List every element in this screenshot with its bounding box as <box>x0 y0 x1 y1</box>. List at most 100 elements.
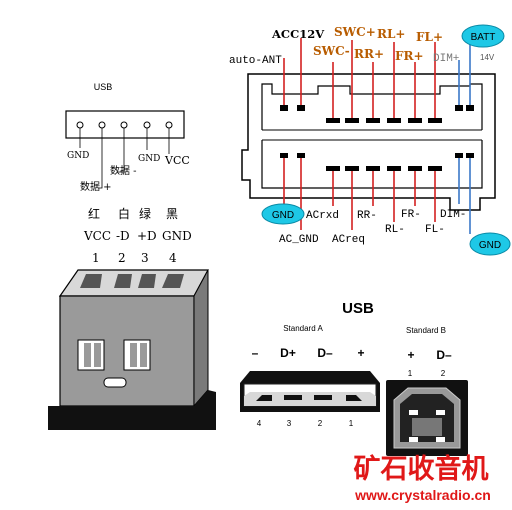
std-a-contact-2 <box>314 395 332 400</box>
a-label-plus: + <box>357 346 364 360</box>
a-label-minus: – <box>252 346 259 360</box>
usb-header-diagram: USB GND 数据 - GND VCC 数据 + <box>65 82 190 193</box>
label-gnd-right: GND <box>479 240 501 251</box>
gnd-bubble-right <box>469 232 511 256</box>
top-pin-2 <box>297 105 305 111</box>
watermark-cn: 矿石收音机 <box>354 453 489 484</box>
bottom-pin-4 <box>345 166 359 171</box>
bottom-pin-1 <box>280 153 288 158</box>
header-label-data-plus: 数据 + <box>80 180 112 193</box>
a-num-4: 4 <box>257 419 262 428</box>
label-auto-ant: auto-ANT <box>229 55 282 67</box>
label-rr-minus: RR- <box>357 210 377 222</box>
label-fr-plus: FR+ <box>395 49 424 63</box>
bottom-pin-8 <box>428 166 442 171</box>
usb-header-title: USB <box>94 82 113 92</box>
gnd-bubble-left <box>261 203 305 225</box>
label-swc-plus: SWC+ <box>334 25 376 39</box>
wire-color-legend: 红 白 绿 黑 VCC -D +D GND 1 2 3 4 <box>83 206 192 265</box>
label-gnd-left: GND <box>272 210 294 221</box>
watermark-url: www.crystalradio.cn <box>354 487 491 503</box>
usb-header-box <box>65 110 185 139</box>
label-swc-minus: SWC- <box>313 44 350 58</box>
wire-black-label: 黑 <box>166 207 178 221</box>
pin-number-4: 4 <box>169 251 177 265</box>
a-num-1: 1 <box>349 419 354 428</box>
std-a-contact-4 <box>256 395 272 401</box>
std-b-contact-1 <box>409 410 418 415</box>
usb-receptacle-drawing <box>48 269 216 430</box>
top-pin-8 <box>428 118 442 123</box>
header-label-data-minus: 数据 - <box>110 164 137 177</box>
std-a-contact-3 <box>284 395 302 400</box>
label-acreq: ACreq <box>332 234 365 246</box>
bottom-pin-9 <box>455 153 463 158</box>
top-pin-9 <box>455 105 463 111</box>
top-pin-5 <box>366 118 380 123</box>
label-ac-gnd: AC_GND <box>279 234 319 246</box>
pin-number-2: 2 <box>118 251 126 265</box>
a-label-dminus: D– <box>317 346 333 360</box>
label-batt: BATT <box>471 32 496 43</box>
a-num-3: 3 <box>287 419 292 428</box>
signal-dminus-label: -D <box>116 229 130 243</box>
a-num-2: 2 <box>318 419 323 428</box>
header-label-gnd-mid: GND <box>138 154 160 164</box>
header-label-vcc: VCC <box>164 154 190 167</box>
receptacle-slot <box>103 377 127 388</box>
label-fl-plus: FL+ <box>416 30 443 44</box>
std-b-contact-4 <box>436 437 445 442</box>
label-dim-plus: DIM+ <box>433 53 459 65</box>
std-b-contact-3 <box>409 437 418 442</box>
label-rr-plus: RR+ <box>354 47 384 61</box>
bottom-pin-7 <box>408 166 422 171</box>
top-pin-1 <box>280 105 288 111</box>
harness-housing <box>241 73 496 211</box>
b-num-2: 2 <box>441 369 446 378</box>
label-dim-minus: DIM- <box>440 209 466 221</box>
receptacle-pin-4 <box>162 274 184 288</box>
bottom-pin-2 <box>297 153 305 158</box>
signal-vcc-label: VCC <box>83 229 111 243</box>
top-pin-4 <box>345 118 359 123</box>
bottom-pin-5 <box>366 166 380 171</box>
label-14v: 14V <box>480 53 495 62</box>
wire-red-label: 红 <box>88 206 100 221</box>
receptacle-pin-1 <box>80 274 102 288</box>
top-pin-6 <box>387 118 401 123</box>
label-acc12v: ACC12V <box>271 27 325 41</box>
wire-green-label: 绿 <box>139 206 151 221</box>
usb-types-diagram: USB Standard A Standard B – D+ D– + + D–… <box>240 300 468 456</box>
usb-types-title: USB <box>342 300 374 317</box>
b-label-dminus: D– <box>436 348 452 362</box>
pin-number-1: 1 <box>92 251 100 265</box>
batt-bubble <box>461 24 505 48</box>
receptacle-pin-2 <box>114 274 132 288</box>
std-a-label: Standard A <box>283 324 323 333</box>
receptacle-base <box>48 390 208 430</box>
header-label-gnd-left: GND <box>67 151 89 161</box>
label-rl-minus: RL- <box>385 224 405 236</box>
label-rl-plus: RL+ <box>377 27 405 41</box>
top-pin-10 <box>466 105 474 111</box>
bottom-pin-6 <box>387 166 401 171</box>
harness-connector: ACC12V SWC+ RL+ FL+ auto-ANT SWC- RR+ FR… <box>229 24 511 256</box>
b-num-1: 1 <box>408 369 413 378</box>
b-label-plus: + <box>407 348 414 362</box>
top-wires <box>283 38 436 118</box>
std-b-contact-2 <box>436 410 445 415</box>
bottom-pin-3 <box>326 166 340 171</box>
signal-gnd-label: GND <box>162 229 192 243</box>
std-a-contact-1 <box>346 395 362 401</box>
signal-dplus-label: +D <box>137 229 157 243</box>
label-acrxd: ACrxd <box>306 210 339 222</box>
top-pin-3 <box>326 118 340 123</box>
label-fr-minus: FR- <box>401 209 421 221</box>
std-b-label: Standard B <box>406 326 446 335</box>
bottom-pin-10 <box>466 153 474 158</box>
pin-number-3: 3 <box>141 251 149 265</box>
wire-white-label: 白 <box>118 206 130 221</box>
label-fl-minus: FL- <box>425 224 445 236</box>
receptacle-pin-3 <box>138 274 156 288</box>
